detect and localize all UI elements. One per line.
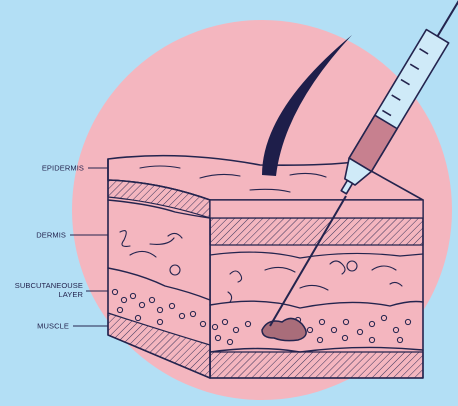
injected-fluid (262, 318, 306, 340)
label-subcutaneous-line1: SUBCUTANEOUSE (15, 281, 83, 290)
label-epidermis: EPIDERMIS (42, 164, 84, 173)
label-dermis: DERMIS (36, 231, 66, 240)
syringe-plunger (438, 0, 458, 36)
label-subcutaneous-line2: LAYER (58, 290, 83, 299)
muscle-band-front (210, 352, 423, 378)
epidermis-band-front (210, 218, 423, 245)
epidermis-band-front-top (210, 200, 423, 218)
label-muscle: MUSCLE (37, 322, 69, 331)
